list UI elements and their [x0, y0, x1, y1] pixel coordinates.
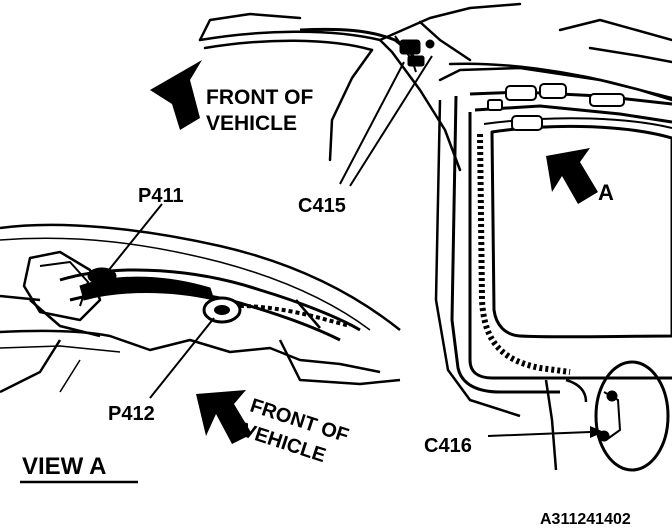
leader-p412 [149, 317, 215, 399]
view-a-detail [0, 223, 401, 394]
front-top-line2: VEHICLE [206, 112, 297, 135]
rear-window-frame [450, 90, 672, 394]
window-seal-harness [477, 133, 571, 375]
connector-c415-body [399, 39, 435, 67]
connector-p412-body [202, 296, 351, 328]
connector-c416-housing [594, 360, 670, 472]
label-view-arrow: A [598, 180, 614, 205]
window-clips [487, 83, 625, 131]
leader-p411 [103, 203, 163, 277]
front-of-vehicle-arrow-bottom [196, 390, 252, 444]
view-a-arrow [546, 148, 598, 204]
label-c416: C416 [424, 435, 472, 457]
figure-id: A311241402 [540, 511, 631, 528]
label-front-bottom: FRONT OF VEHICLE [239, 395, 351, 467]
leader-c416 [487, 426, 604, 438]
label-p411: P411 [138, 185, 184, 207]
front-of-vehicle-arrow-top [150, 60, 202, 130]
label-p412: P412 [108, 403, 155, 425]
leader-lines [103, 55, 433, 399]
label-front-top: FRONT OF VEHICLE [206, 86, 313, 135]
leader-c415 [339, 61, 405, 185]
leader-c415-b [349, 55, 433, 187]
connector-p411-body [79, 267, 215, 301]
lower-pillar [434, 99, 588, 471]
view-a-title: VIEW A [20, 453, 138, 484]
upper-body-structure [198, 2, 672, 172]
front-top-line1: FRONT OF [206, 86, 313, 109]
view-a-title-text: VIEW A [22, 453, 106, 480]
label-c415: C415 [298, 195, 346, 217]
